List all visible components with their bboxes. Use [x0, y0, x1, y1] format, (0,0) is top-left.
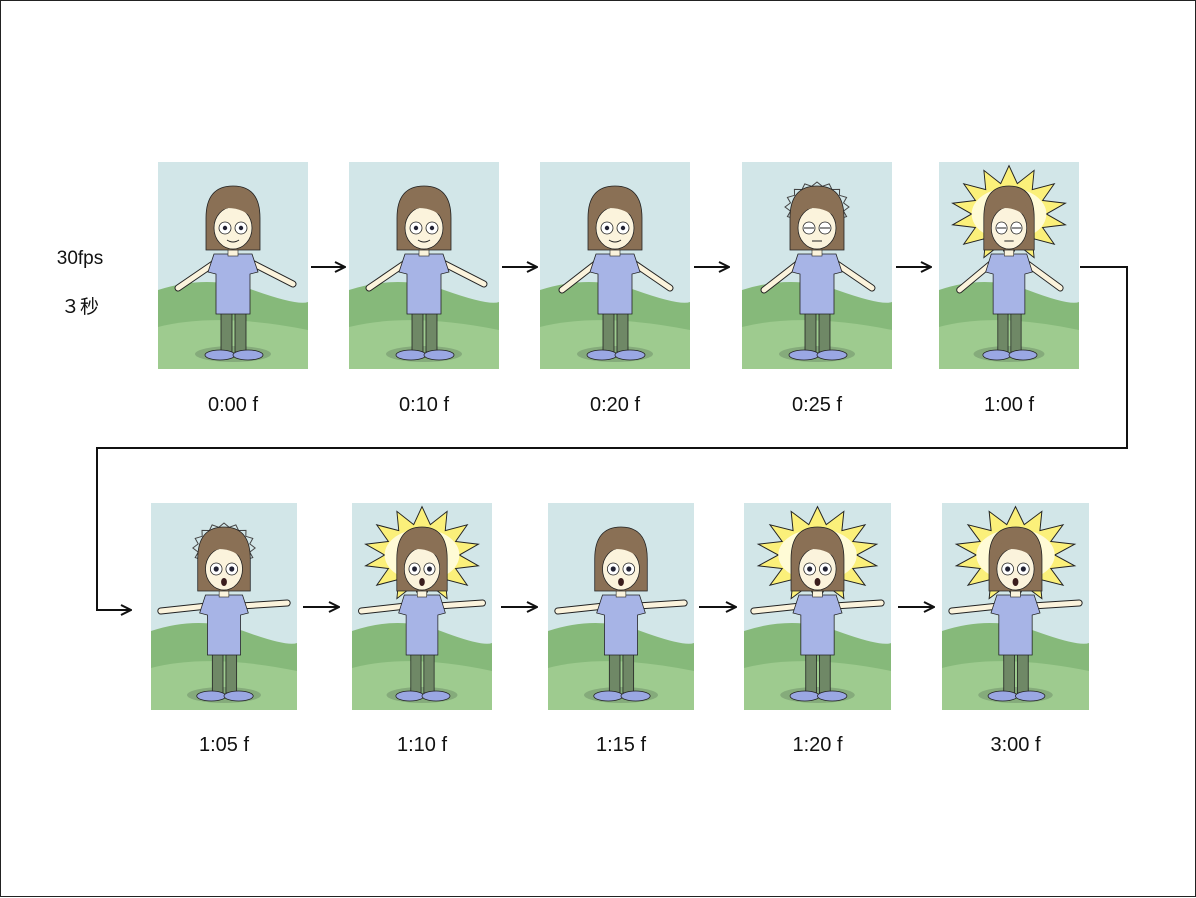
- frame-thumbnail: [744, 503, 891, 710]
- frame-time-label: 1:15 f: [595, 734, 647, 756]
- duration-label: ３秒: [60, 297, 99, 318]
- character-illustration: [349, 162, 499, 369]
- frame-time-label: 0:25 f: [791, 394, 843, 416]
- character-illustration: [352, 503, 492, 710]
- frame-thumbnail: [352, 503, 492, 710]
- frame-thumbnail: [158, 162, 308, 369]
- frame-thumbnail: [548, 503, 694, 710]
- frame-thumbnail: [939, 162, 1079, 369]
- frame-time-label: 0:10 f: [398, 394, 450, 416]
- character-illustration: [942, 503, 1089, 710]
- frame-time-label: 1:05 f: [198, 734, 250, 756]
- frame-thumbnail: [742, 162, 892, 369]
- frame-time-label: 1:20 f: [792, 734, 843, 756]
- frame-thumbnail: [540, 162, 690, 369]
- frame-thumbnail: [151, 503, 297, 710]
- character-illustration: [158, 162, 308, 369]
- character-illustration: [540, 162, 690, 369]
- frame-thumbnail: [942, 503, 1089, 710]
- character-illustration: [151, 503, 297, 710]
- fps-label: 30fps: [56, 248, 104, 269]
- frame-thumbnail: [349, 162, 499, 369]
- wrap-connector: [96, 266, 1128, 610]
- frame-time-label: 3:00 f: [990, 734, 1041, 756]
- frame-time-label: 0:20 f: [589, 394, 641, 416]
- frame-time-label: 0:00 f: [207, 394, 259, 416]
- character-illustration: [742, 162, 892, 369]
- frame-time-label: 1:10 f: [396, 734, 448, 756]
- character-illustration: [939, 162, 1079, 369]
- character-illustration: [744, 503, 891, 710]
- character-illustration: [548, 503, 694, 710]
- frame-time-label: 1:00 f: [983, 394, 1035, 416]
